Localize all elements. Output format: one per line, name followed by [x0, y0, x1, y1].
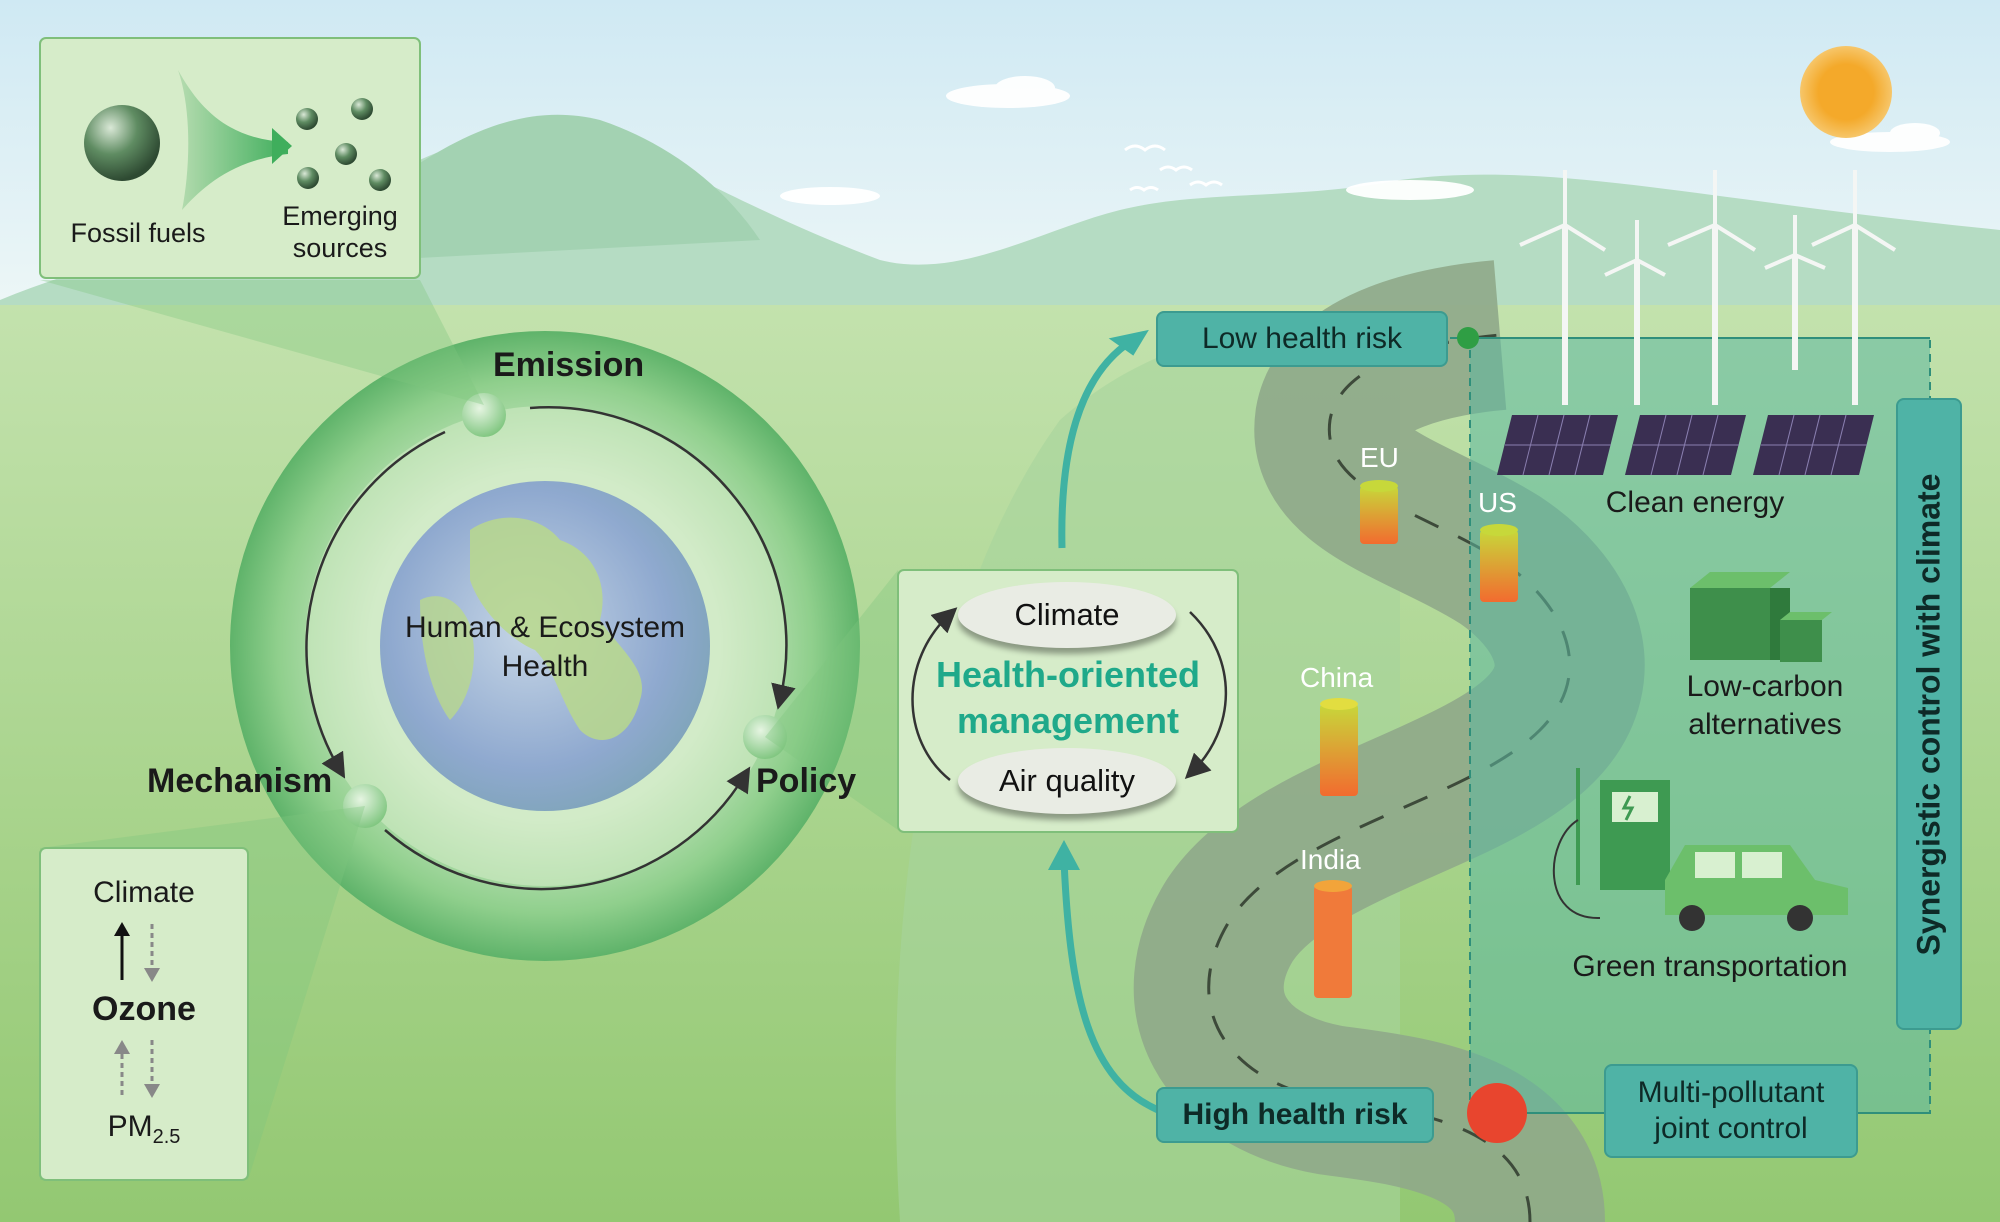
- synergistic-control-box: Synergistic control with climate: [1896, 398, 1962, 1030]
- multi-pollutant-box: Multi-pollutant joint control: [1604, 1064, 1858, 1158]
- pm-subscript: 2.5: [152, 1126, 181, 1148]
- climate-pill: Climate: [958, 582, 1176, 648]
- green-transport-label: Green transportation: [1572, 950, 1848, 983]
- emission-label: Emission: [493, 346, 645, 384]
- fossil-fuels-label: Fossil fuels: [70, 218, 206, 248]
- region-label-china: China: [1300, 662, 1374, 693]
- ozone-label: Ozone: [92, 990, 196, 1028]
- low-carbon-label: Low-carbon alternatives: [1686, 670, 1844, 741]
- health-center-label: Human & Ecosystem Health: [404, 611, 686, 683]
- management-title-line2: management: [956, 700, 1180, 741]
- emerging-sources-label: Emerging sources: [282, 201, 398, 264]
- region-label-india: India: [1300, 844, 1361, 875]
- air-quality-pill: Air quality: [958, 748, 1176, 814]
- pm-base: PM: [107, 1110, 153, 1143]
- low-health-risk-box: Low health risk: [1156, 311, 1448, 367]
- high-health-risk-box: High health risk: [1156, 1087, 1434, 1143]
- region-label-us: US: [1478, 487, 1517, 518]
- pm25-label: PM2.5: [40, 1110, 248, 1149]
- region-label-eu: EU: [1360, 442, 1399, 473]
- policy-label: Policy: [756, 762, 857, 800]
- clean-energy-label: Clean energy: [1605, 486, 1785, 519]
- synergistic-control-label: Synergistic control with climate: [1910, 473, 1947, 955]
- management-title-line1: Health-oriented: [935, 654, 1201, 695]
- mechanism-label: Mechanism: [147, 762, 333, 800]
- climate-mechanism-label: Climate: [93, 876, 195, 909]
